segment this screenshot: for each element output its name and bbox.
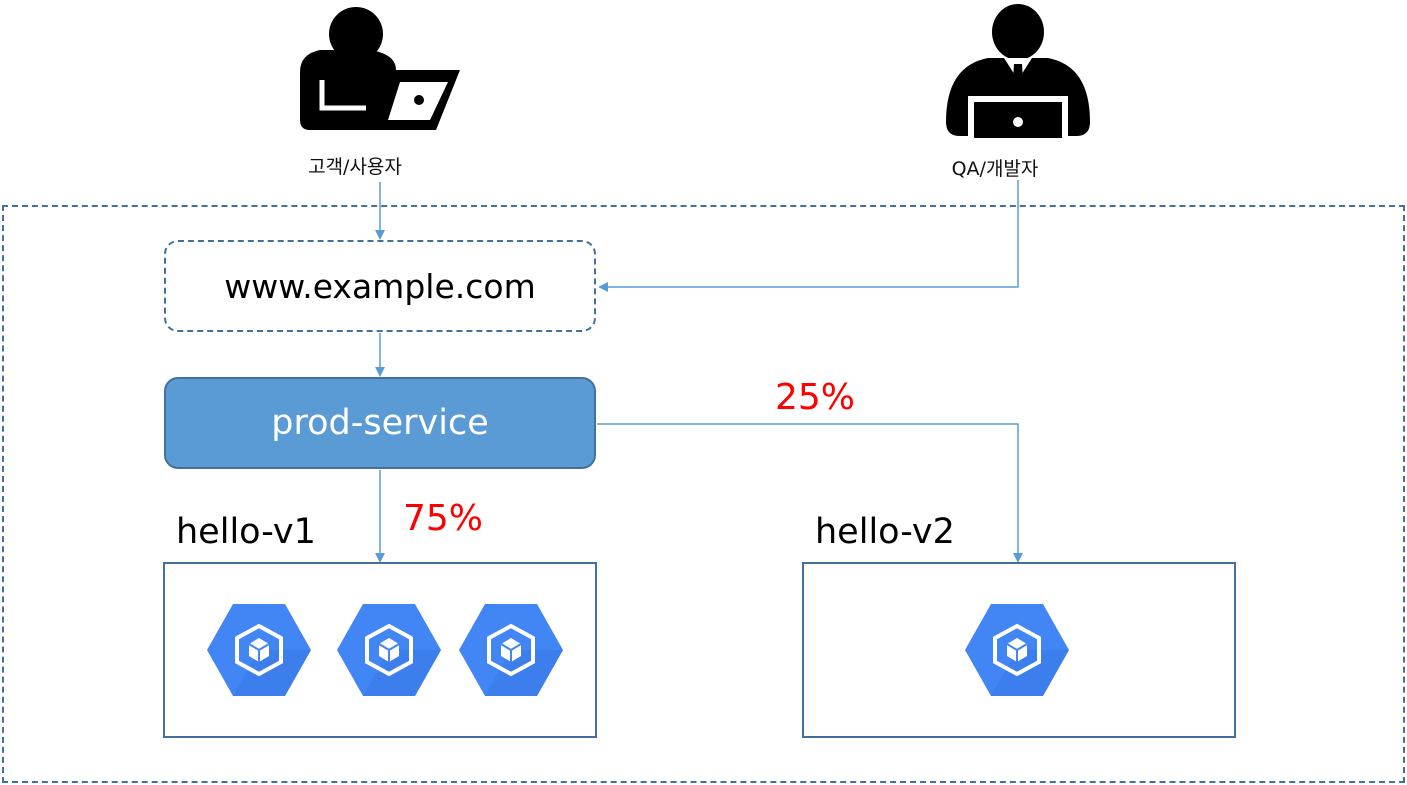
service-to-v2-arrow xyxy=(597,423,1023,563)
service-label: prod-service xyxy=(271,403,489,443)
pod-icon xyxy=(205,604,313,698)
qa-label: QA/개발자 xyxy=(951,158,1039,180)
developer-laptop-icon xyxy=(946,4,1090,138)
pod-icon xyxy=(963,604,1071,698)
customer-laptop-icon xyxy=(300,7,460,130)
hello-v2-label: hello-v2 xyxy=(815,512,955,552)
qa-to-domain-arrow xyxy=(598,180,1019,292)
pod-icon xyxy=(335,604,443,698)
prod-service-box: prod-service xyxy=(164,377,596,469)
v1-percent-label: 75% xyxy=(403,498,484,539)
pod-icon xyxy=(457,604,565,698)
hello-v2-group xyxy=(802,562,1236,738)
hello-v1-label: hello-v1 xyxy=(176,512,316,552)
domain-label: www.example.com xyxy=(224,266,536,306)
domain-box: www.example.com xyxy=(164,240,596,332)
cluster-boundary xyxy=(2,205,1405,783)
v2-percent-label: 25% xyxy=(775,377,856,418)
customer-label: 고객/사용자 xyxy=(308,156,402,178)
